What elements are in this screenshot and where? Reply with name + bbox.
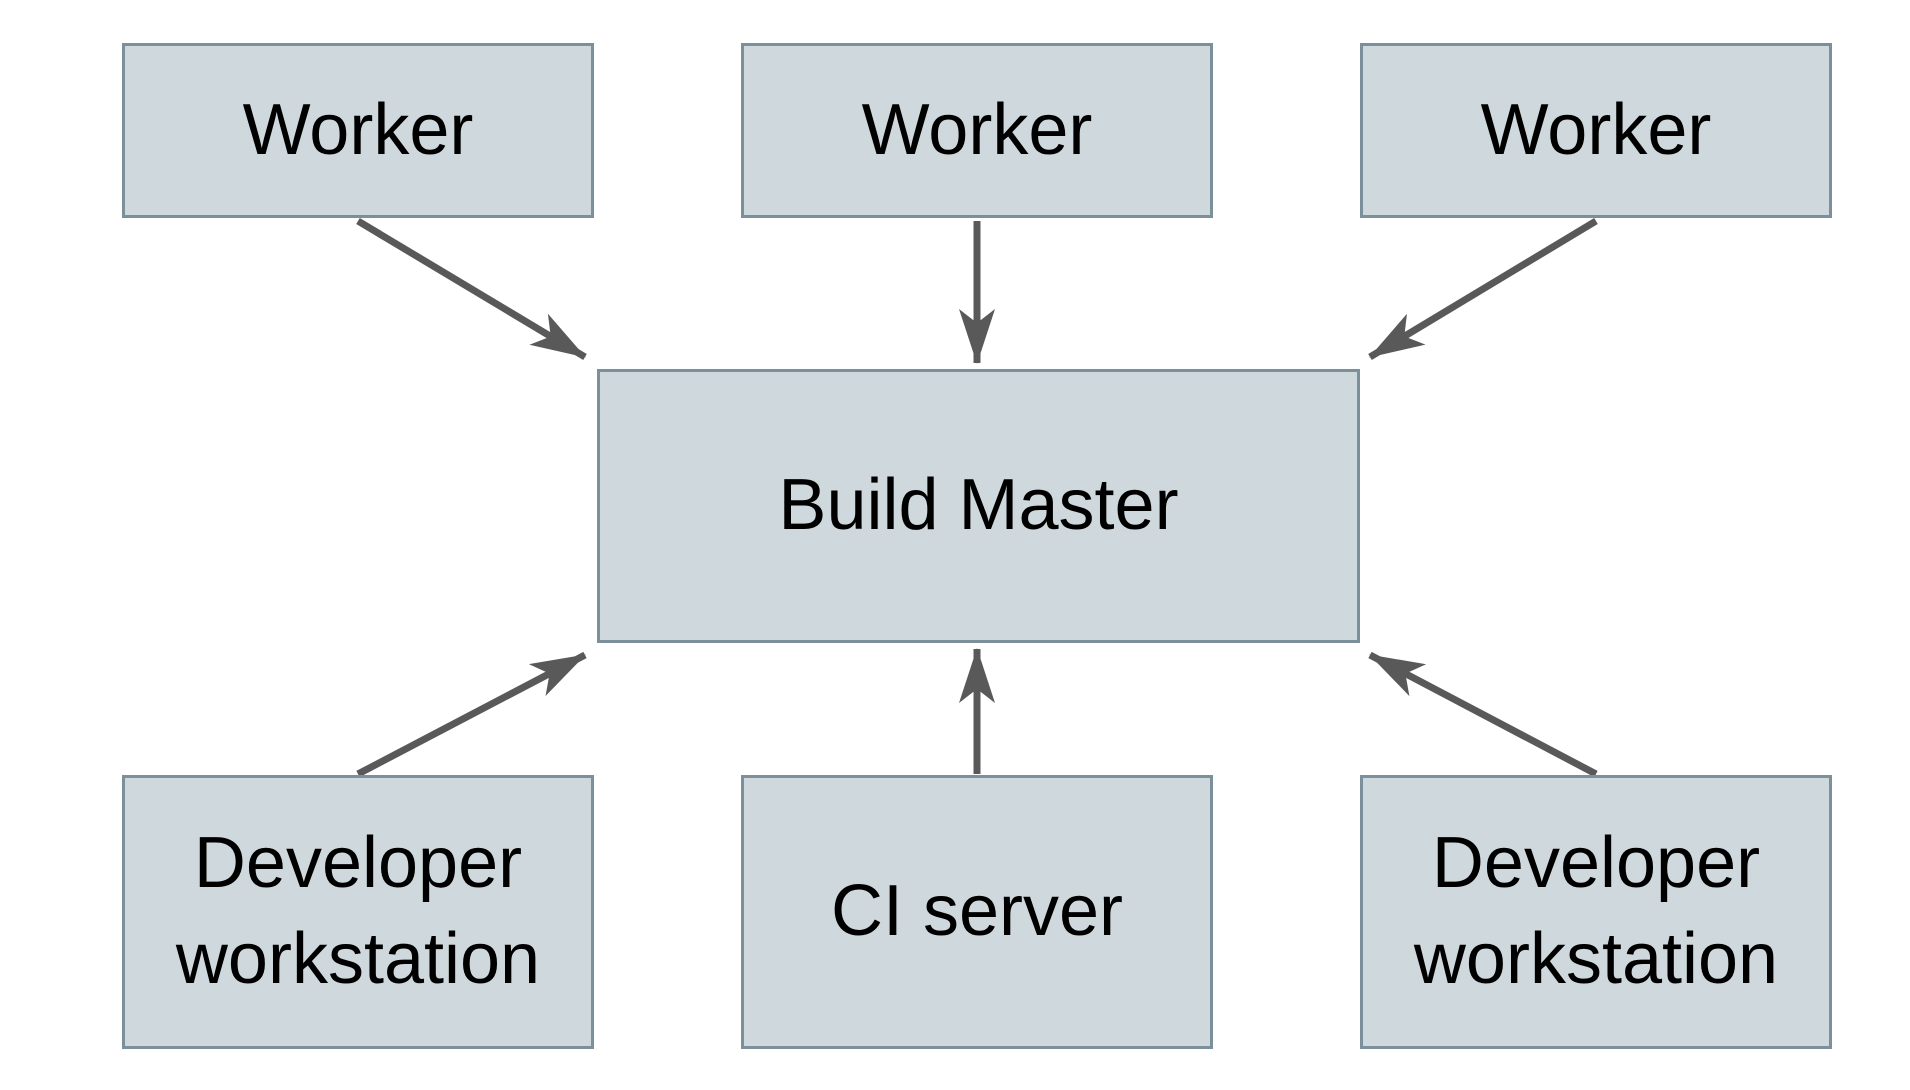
node-ci-server-label: CI server	[830, 871, 1124, 952]
node-build-master-label: Build Master	[778, 465, 1179, 546]
node-worker-3: Worker	[1360, 43, 1832, 218]
node-ci-server: CI server	[741, 775, 1213, 1049]
node-developer-workstation-2-label: Developer workstation	[1413, 823, 1779, 999]
node-worker-2-label: Worker	[861, 89, 1093, 170]
node-worker-1: Worker	[122, 43, 594, 218]
arrow-developer-workstation-2-to-build-master	[1368, 651, 1598, 778]
node-worker-3-label: Worker	[1480, 89, 1712, 170]
node-developer-workstation-2: Developer workstation	[1360, 775, 1832, 1049]
arrow-developer-workstation-1-to-build-master	[356, 651, 587, 778]
node-developer-workstation-1-label: Developer workstation	[175, 823, 541, 999]
node-developer-workstation-1: Developer workstation	[122, 775, 594, 1049]
arrow-worker-1-to-build-master	[356, 217, 587, 361]
arrow-worker-3-to-build-master	[1368, 218, 1598, 360]
node-worker-2: Worker	[741, 43, 1213, 218]
node-worker-1-label: Worker	[242, 89, 474, 170]
node-build-master: Build Master	[597, 369, 1360, 643]
